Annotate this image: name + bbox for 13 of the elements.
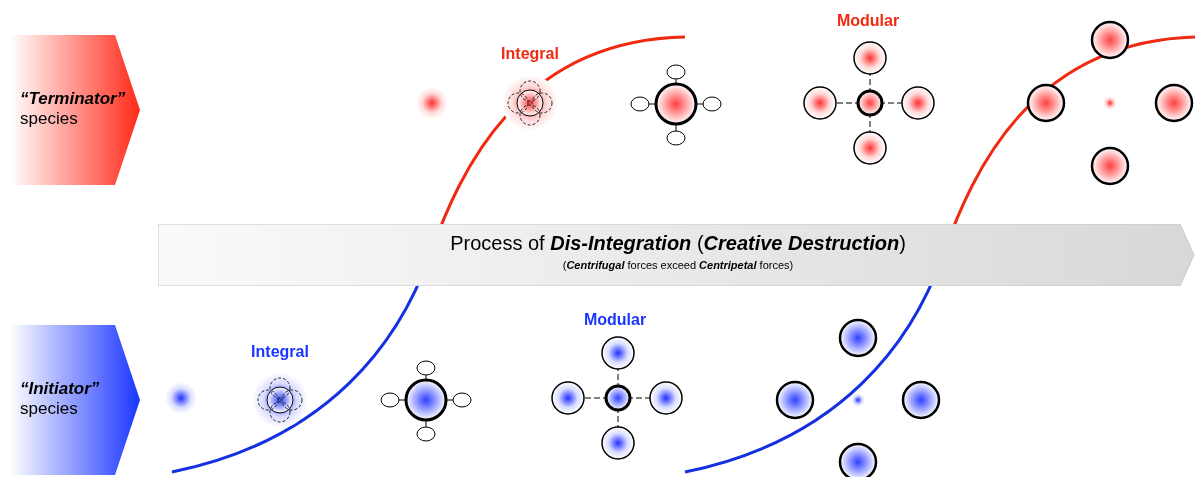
pentagon-arrow: [10, 325, 142, 475]
process-title: Process of Dis-Integration (Creative Destruction): [450, 232, 906, 255]
species-label: species: [20, 109, 78, 129]
species-title: “Terminator”: [20, 89, 126, 109]
stage-label: Modular: [583, 311, 647, 329]
species-title: “Initiator”: [20, 379, 100, 399]
species-label: species: [20, 399, 78, 419]
stage-label: Integral: [501, 45, 559, 63]
process-arrow: [158, 224, 1195, 286]
process-note: (Centrifugal forces exceed Centripetal forces): [562, 259, 794, 271]
pentagon-arrow: [10, 35, 142, 185]
stage-label: Modular: [836, 12, 900, 30]
stage-label: Integral: [251, 343, 309, 361]
